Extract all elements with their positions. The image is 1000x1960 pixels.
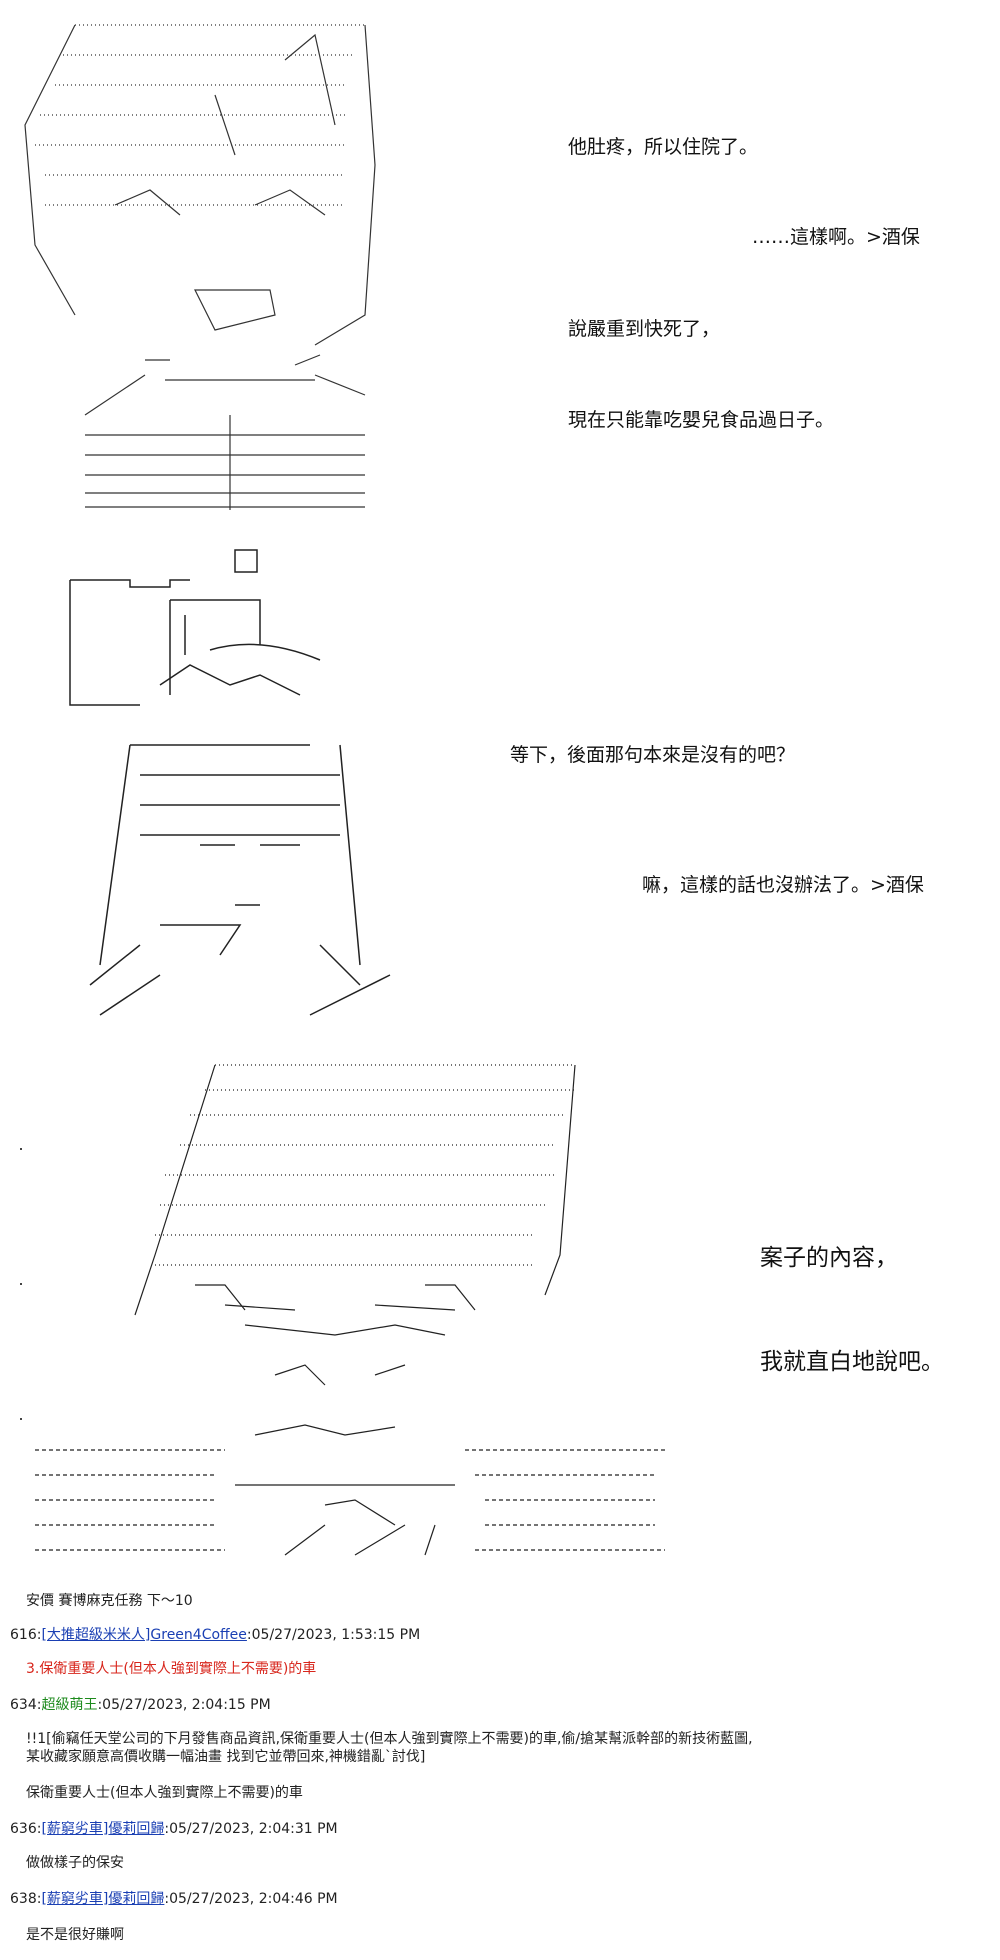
post-634-body: 某收藏家願意高價收購一幅油畫 找到它並帶回來,神機錯亂`討伐] bbox=[26, 1749, 426, 1765]
intro-line: 安價 賽博麻克任務 下〜10 bbox=[26, 1593, 193, 1609]
poster-name-link[interactable]: [大推超級米米人] bbox=[41, 1627, 151, 1643]
stray-dot bbox=[20, 1283, 22, 1285]
post-616-header: 616:[大推超級米米人]Green4Coffee:05/27/2023, 1:… bbox=[10, 1624, 420, 1644]
dialogue-line: 案子的內容， bbox=[760, 1245, 898, 1271]
panel-2: 等下，後面那句本來是沒有的吧？ 嘛，這樣的話也沒辦法了。>酒保 bbox=[0, 540, 1000, 1030]
post-634-body: 保衛重要人士(但本人強到實際上不需要)的車 bbox=[26, 1785, 303, 1801]
post-636-header: 636:[薪窮劣車]優莉回歸:05/27/2023, 2:04:31 PM bbox=[10, 1818, 338, 1838]
poster-name-link[interactable]: [薪窮劣車] bbox=[41, 1891, 109, 1907]
dialogue-line: 我就直白地說吧。 bbox=[760, 1349, 944, 1375]
post-date: :05/27/2023, 1:53:15 PM bbox=[246, 1627, 421, 1643]
poster-user-link[interactable]: Green4Coffee bbox=[150, 1627, 247, 1643]
dialogue-line: ……這樣啊。>酒保 bbox=[752, 226, 920, 248]
stray-dot bbox=[20, 1148, 22, 1150]
dialogue-line: 嘛，這樣的話也沒辦法了。>酒保 bbox=[642, 874, 924, 896]
post-number: 636: bbox=[10, 1821, 42, 1837]
post-number: 616: bbox=[10, 1627, 42, 1643]
post-616-body: 3.保衛重要人士(但本人強到實際上不需要)的車 bbox=[26, 1661, 317, 1677]
poster-name: 超級萌王 bbox=[41, 1697, 98, 1713]
panel-1: 他肚疼，所以住院了。 ……這樣啊。>酒保 說嚴重到快死了， 現在只能靠吃嬰兒食品… bbox=[0, 0, 1000, 520]
dialogue-line: 說嚴重到快死了， bbox=[568, 318, 721, 340]
dialogue-line: 現在只能靠吃嬰兒食品過日子。 bbox=[568, 409, 835, 431]
post-638-body: 是不是很好賺啊 bbox=[26, 1927, 124, 1943]
poster-user-link[interactable]: 優莉回歸 bbox=[108, 1821, 165, 1837]
stray-dot bbox=[20, 1418, 22, 1420]
panel-3: 案子的內容， 我就直白地說吧。 bbox=[0, 1050, 1000, 1580]
post-date: :05/27/2023, 2:04:15 PM bbox=[97, 1697, 271, 1713]
ascii-art-character-grinning bbox=[15, 1055, 675, 1580]
dialogue-line: 等下，後面那句本來是沒有的吧？ bbox=[510, 744, 796, 766]
post-634-header: 634:超級萌王:05/27/2023, 2:04:15 PM bbox=[10, 1694, 271, 1714]
post-634-body: !!1[偷竊任天堂公司的下月發售商品資訊,保衛重要人士(但本人強到實際上不需要)… bbox=[26, 1731, 753, 1747]
poster-user-link[interactable]: 優莉回歸 bbox=[108, 1891, 165, 1907]
post-number: 634: bbox=[10, 1697, 42, 1713]
dialogue-line: 他肚疼，所以住院了。 bbox=[568, 136, 759, 158]
ascii-art-character-with-building bbox=[60, 545, 460, 1025]
post-638-header: 638:[薪窮劣車]優莉回歸:05/27/2023, 2:04:46 PM bbox=[10, 1888, 338, 1908]
post-number: 638: bbox=[10, 1891, 42, 1907]
post-date: :05/27/2023, 2:04:46 PM bbox=[164, 1891, 338, 1907]
poster-name-link[interactable]: [薪窮劣車] bbox=[41, 1821, 109, 1837]
post-636-body: 做做樣子的保安 bbox=[26, 1855, 124, 1871]
ascii-art-bartender-laughing bbox=[15, 15, 465, 515]
post-date: :05/27/2023, 2:04:31 PM bbox=[164, 1821, 338, 1837]
